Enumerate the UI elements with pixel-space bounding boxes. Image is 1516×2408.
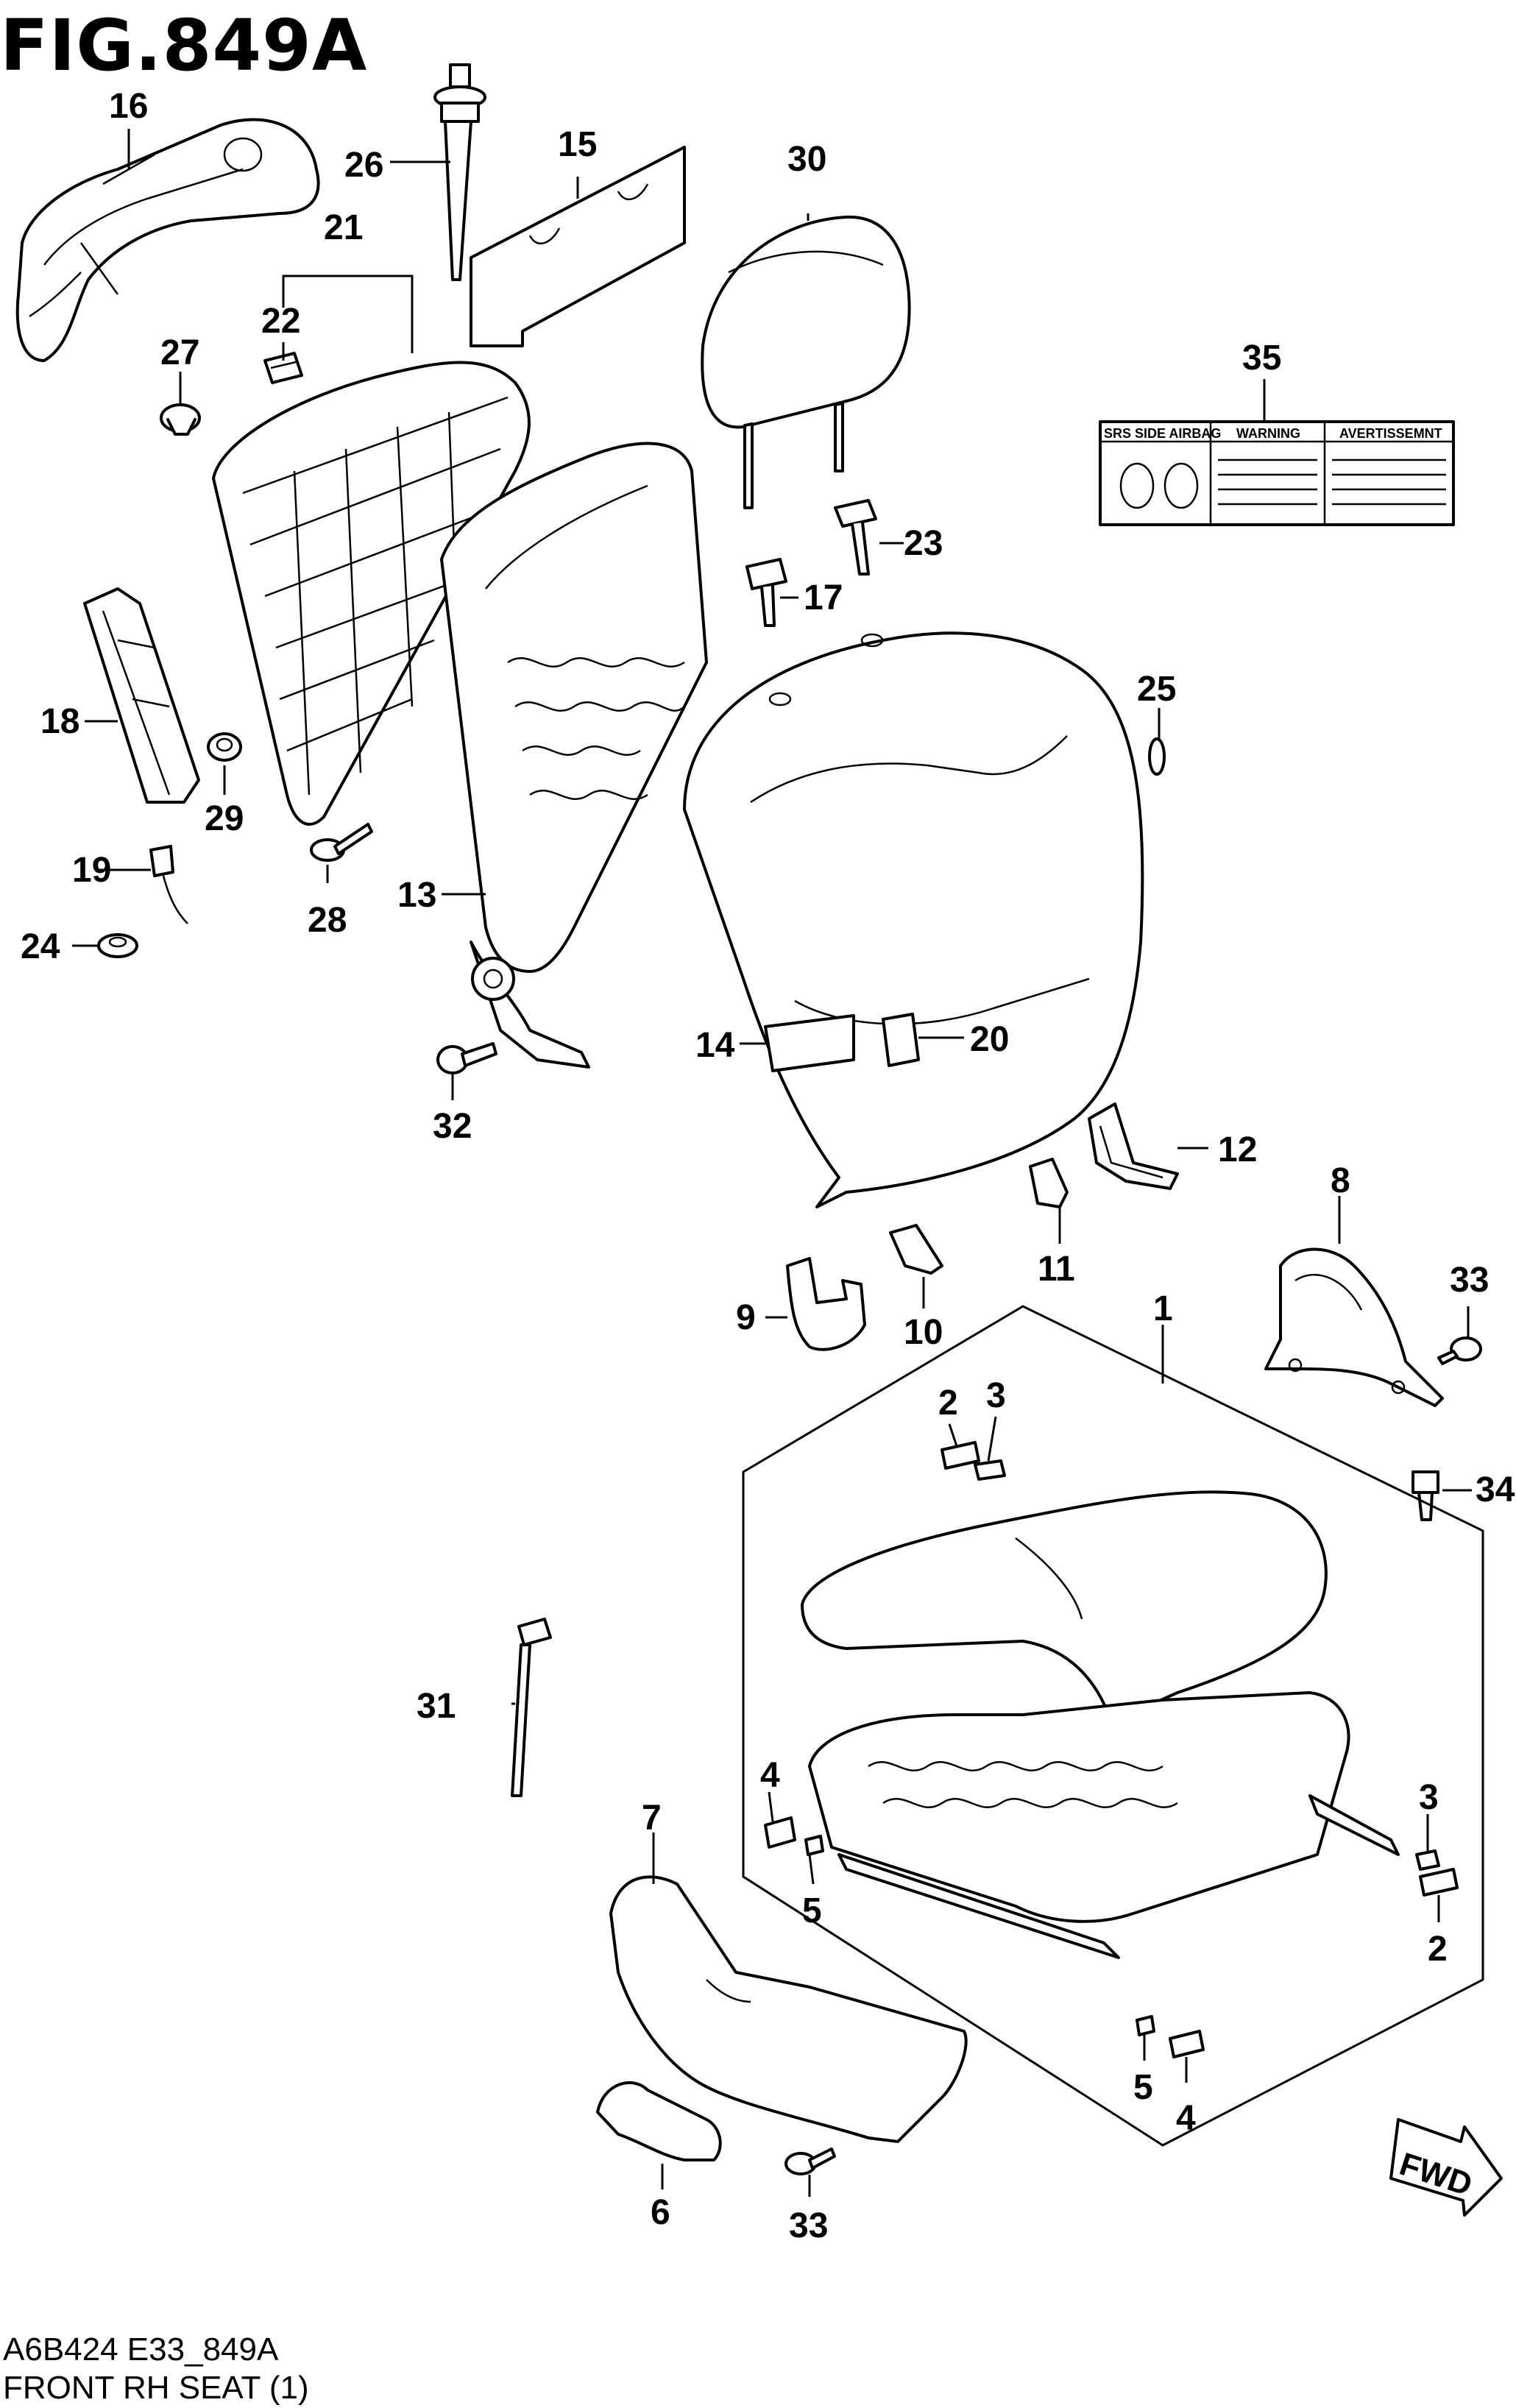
part-27-push-nut: [160, 403, 201, 436]
callout-32: 32: [433, 1107, 472, 1146]
part-20-tag: [882, 1013, 920, 1067]
part-1-cushion-assembly: [801, 1490, 1400, 1959]
callout-20: 20: [970, 1020, 1009, 1059]
part-34-bolt: [1411, 1470, 1439, 1521]
part-22-clip: [263, 352, 303, 384]
part-32-bolt: [436, 1042, 497, 1074]
callout-7: 7: [642, 1799, 662, 1838]
callout-5-left: 5: [802, 1891, 822, 1930]
part-12-cover: [1088, 1102, 1179, 1190]
callout-29: 29: [205, 799, 244, 838]
part-25-ring: [1148, 737, 1166, 776]
part-31-cable-tie: [511, 1618, 552, 1797]
figure-code: A6B424 E33_849A: [3, 2331, 279, 2368]
callout-12: 12: [1218, 1130, 1257, 1169]
cushion-group-box: [742, 1305, 1484, 2147]
part-2-3-clips-right: [1415, 1849, 1459, 1897]
label-warning-text: WARNING: [1236, 426, 1300, 441]
callout-6: 6: [651, 2193, 670, 2232]
part-35-label: SRS SIDE AIRBAG WARNING AVERTISSEMNT: [1099, 420, 1455, 526]
callout-30: 30: [787, 140, 826, 179]
part-28-screw: [310, 823, 373, 862]
callout-28: 28: [308, 901, 347, 940]
part-13-back-frame: [440, 442, 708, 1069]
part-17-guide: [745, 558, 787, 627]
callout-2-upper: 2: [938, 1384, 958, 1423]
callout-33-upper: 33: [1450, 1261, 1489, 1300]
part-7-side-cover: [609, 1875, 968, 2143]
callout-9: 9: [736, 1298, 756, 1337]
part-6-lever-handle: [596, 2081, 722, 2161]
callout-23: 23: [904, 524, 943, 563]
callout-14: 14: [695, 1026, 735, 1065]
part-19-wire-clip: [149, 845, 188, 924]
callout-4-left: 4: [760, 1756, 780, 1795]
callout-22: 22: [261, 302, 300, 341]
part-18-side-bracket: [83, 587, 200, 804]
part-24-nut: [97, 933, 138, 958]
leader-lines: [72, 129, 1472, 2197]
callout-25: 25: [1137, 670, 1176, 709]
label-srs-text: SRS SIDE AIRBAG: [1104, 426, 1221, 441]
part-33-screw-upper: [1437, 1336, 1482, 1365]
callout-4-bottom: 4: [1176, 2099, 1196, 2138]
part-15-pad-sheet: [470, 146, 686, 347]
fwd-arrow-icon: FWD: [1389, 2118, 1503, 2217]
callout-17: 17: [804, 578, 843, 617]
callout-11: 11: [1038, 1250, 1075, 1289]
callout-31: 31: [417, 1687, 456, 1726]
callout-18: 18: [40, 702, 79, 741]
callout-33-lower: 33: [789, 2206, 828, 2245]
part-8-side-shield: [1264, 1247, 1444, 1407]
part-4-5-clips-bottom: [1136, 2015, 1205, 2058]
callout-27: 27: [160, 333, 199, 372]
part-9-cover: [786, 1257, 866, 1351]
callout-1: 1: [1153, 1289, 1173, 1328]
part-4-5-clips-left: [764, 1816, 824, 1856]
callout-10: 10: [904, 1313, 943, 1352]
part-11-bracket: [1029, 1158, 1069, 1208]
callout-3-right: 3: [1419, 1778, 1439, 1817]
part-33-screw-lower: [784, 2147, 836, 2175]
part-16-trim-cover: [15, 118, 320, 362]
part-10-clip: [889, 1224, 943, 1275]
callout-34: 34: [1476, 1470, 1515, 1509]
part-21-back-frame-panel: [212, 361, 531, 826]
callout-8: 8: [1331, 1161, 1350, 1200]
part-23-guide: [834, 499, 877, 576]
part-30-headrest: [701, 215, 911, 509]
part-2-3-clips-upper: [941, 1441, 1006, 1481]
figure-title: FIG.849A: [0, 4, 368, 87]
callout-2-right: 2: [1428, 1930, 1448, 1969]
part-14-back-cover: [683, 631, 1144, 1208]
callout-16: 16: [109, 87, 148, 126]
callout-3-upper: 3: [986, 1376, 1006, 1415]
callout-19: 19: [72, 851, 111, 890]
callout-26: 26: [344, 146, 383, 185]
callout-24: 24: [21, 927, 60, 966]
callout-13: 13: [397, 876, 436, 915]
callout-35: 35: [1242, 339, 1281, 378]
part-29-cap-nut: [207, 732, 242, 762]
figure-caption: FRONT RH SEAT (1): [3, 2370, 309, 2406]
label-avertissement-text: AVERTISSEMNT: [1339, 426, 1442, 441]
callout-15: 15: [558, 125, 597, 164]
callout-21: 21: [324, 208, 363, 247]
callout-numbers: 16 26 15 21 22 27 30 35 23 17 25 18 29 1…: [21, 87, 1515, 2245]
callout-5-bottom: 5: [1133, 2068, 1153, 2107]
part-26-cable-tie: [433, 63, 486, 281]
